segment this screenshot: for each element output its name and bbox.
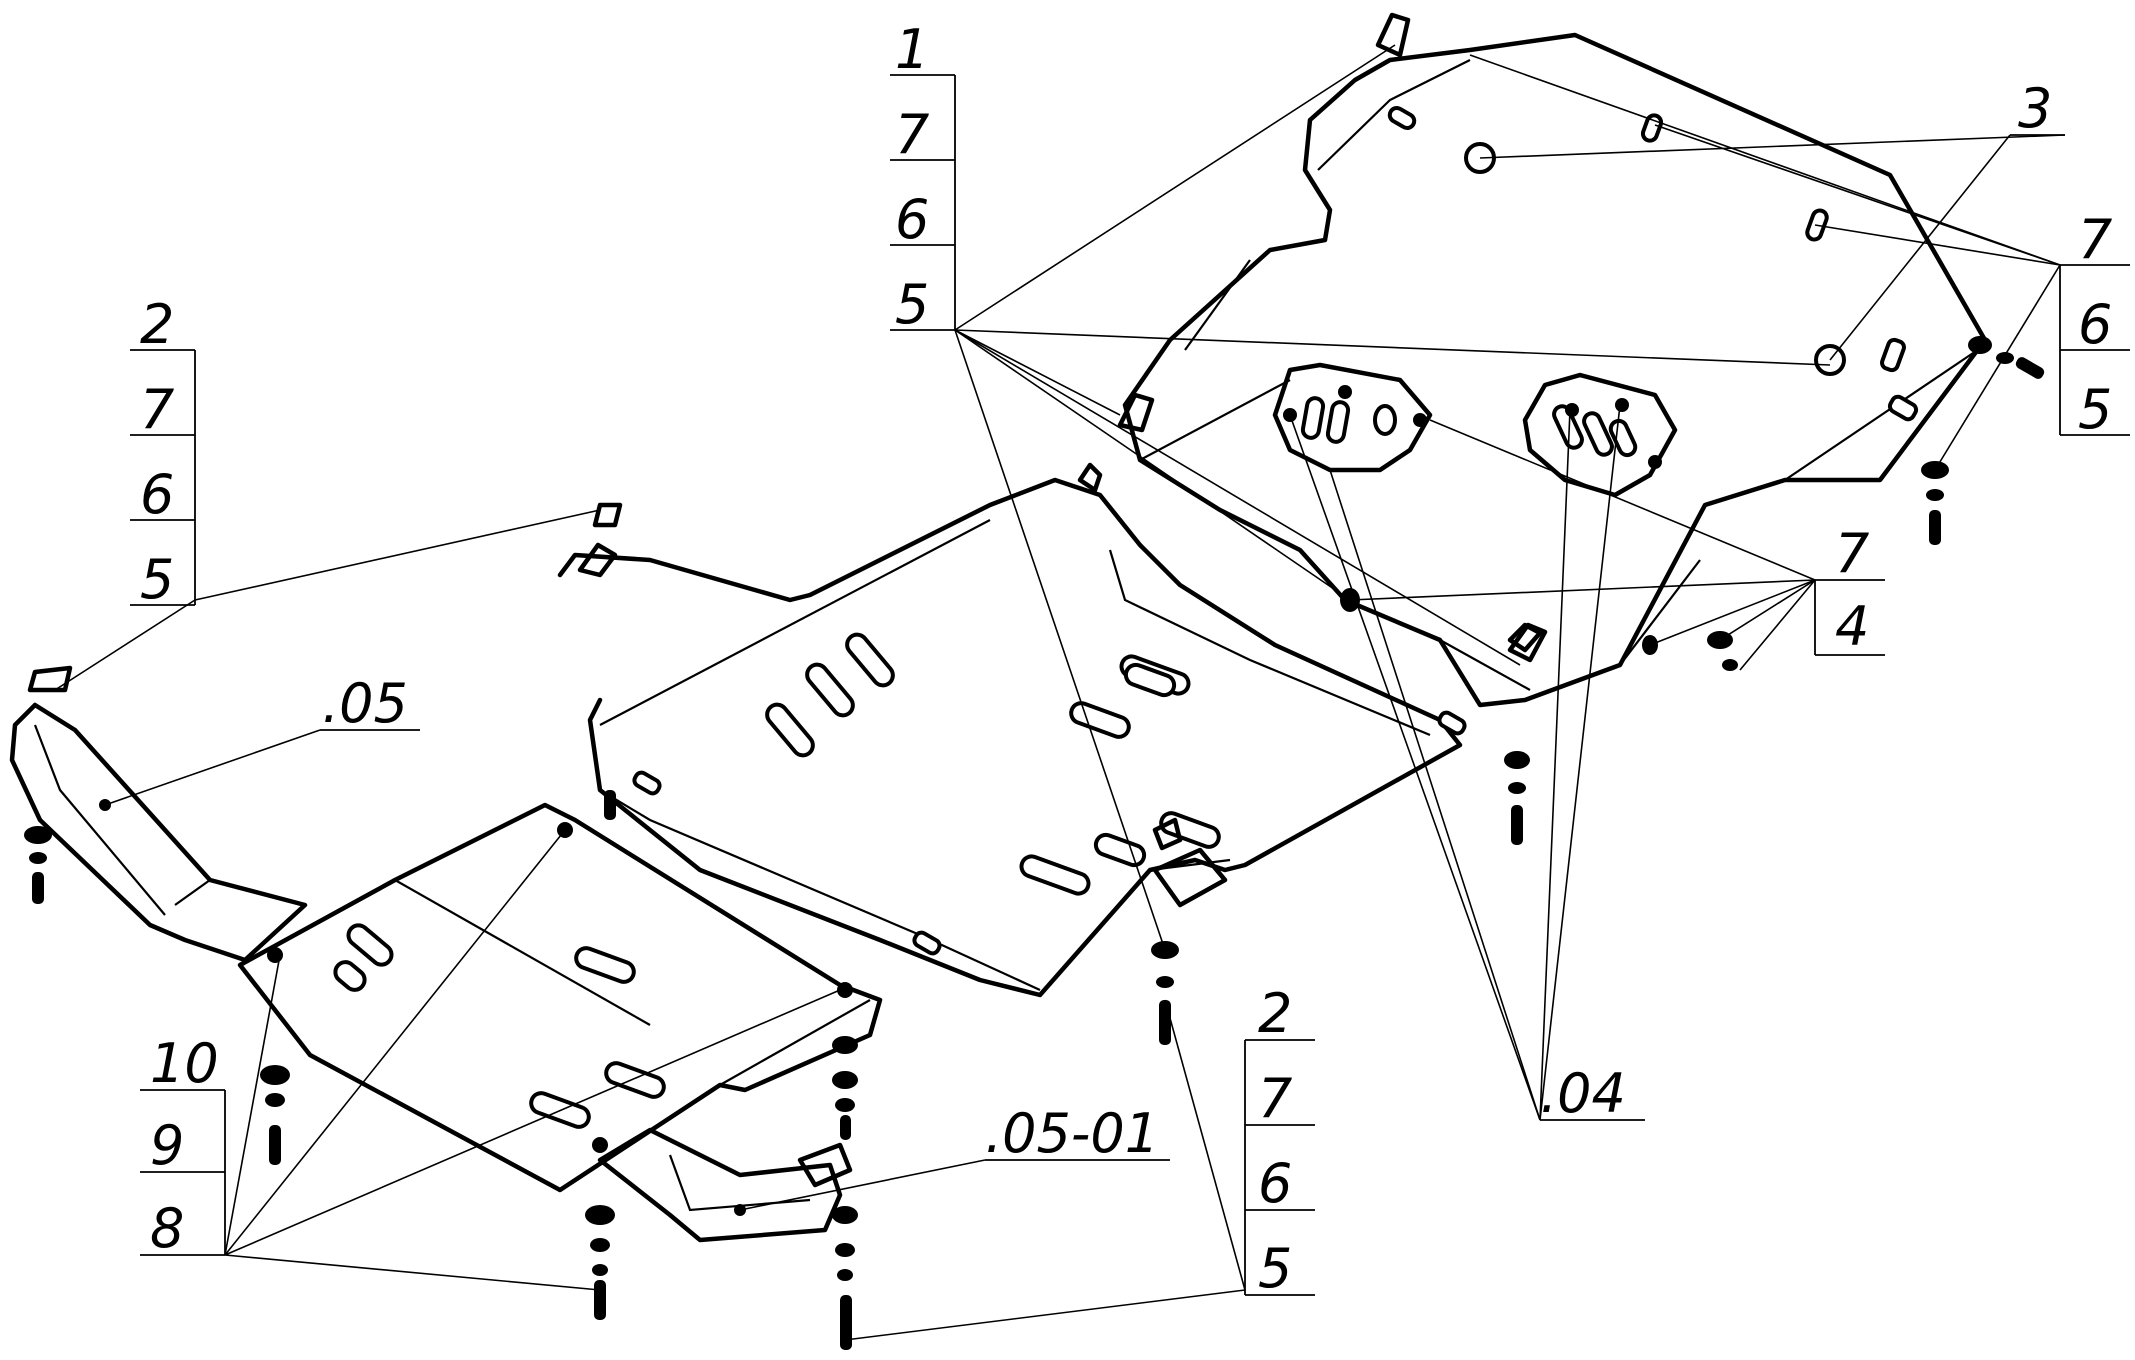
callout-left-1: 2 [140, 293, 174, 356]
callout-bm-4: 5 [1258, 1237, 1292, 1300]
callout-3: 3 [2010, 77, 2065, 140]
callout-left-4: 5 [140, 548, 174, 611]
callout-bl-3: 8 [150, 1197, 184, 1260]
callout-bottom-left-stack: 10 9 8 [140, 1032, 226, 1260]
callout-05-label: .05 [322, 672, 408, 735]
callout-top-stack: 1 7 6 5 [890, 18, 956, 336]
callout-bl-2: 9 [150, 1114, 184, 1177]
callout-left-stack: 2 7 6 5 [130, 293, 196, 611]
lower-left-plate [237, 802, 883, 1193]
leader-lines [54, 44, 2066, 1341]
callout-mid-right: 7 4 [1814, 522, 1885, 658]
callout-bm-2: 7 [1258, 1067, 1292, 1130]
callout-bm-1: 2 [1258, 982, 1292, 1045]
callout-right-3: 5 [2078, 378, 2112, 441]
callout-mid-right-4: 4 [1835, 595, 1869, 658]
access-cover-right [1522, 372, 1678, 498]
callout-left-2: 7 [140, 378, 174, 441]
left-frame-05 [9, 665, 308, 963]
callout-3-label: 3 [2018, 77, 2052, 140]
callout-top-2: 7 [895, 103, 929, 166]
callout-top-4: 5 [895, 273, 929, 336]
callout-right-stack: 7 6 5 [2059, 208, 2130, 441]
callout-05: .05 [320, 672, 420, 735]
right-frame-0501 [597, 1127, 853, 1243]
callout-bl-1: 10 [150, 1032, 219, 1095]
center-brackets [577, 502, 1543, 851]
callout-bm-3: 6 [1258, 1152, 1292, 1215]
callout-mid-right-7: 7 [1835, 522, 1869, 585]
callout-right-2: 6 [2078, 293, 2112, 356]
callout-top-1: 1 [895, 18, 929, 81]
callout-bottom-mid-stack: 2 7 6 5 [1244, 982, 1315, 1300]
callout-top-3: 6 [895, 188, 929, 251]
callout-left-3: 6 [140, 463, 174, 526]
access-cover-left [1272, 362, 1433, 473]
callout-0501-label: .05-01 [985, 1102, 1159, 1165]
callout-04: .04 [1540, 1062, 1645, 1125]
callout-04-label: .04 [1540, 1062, 1626, 1125]
center-plate [557, 462, 1467, 998]
callout-0501: .05-01 [985, 1102, 1170, 1165]
callout-right-1: 7 [2078, 208, 2112, 271]
